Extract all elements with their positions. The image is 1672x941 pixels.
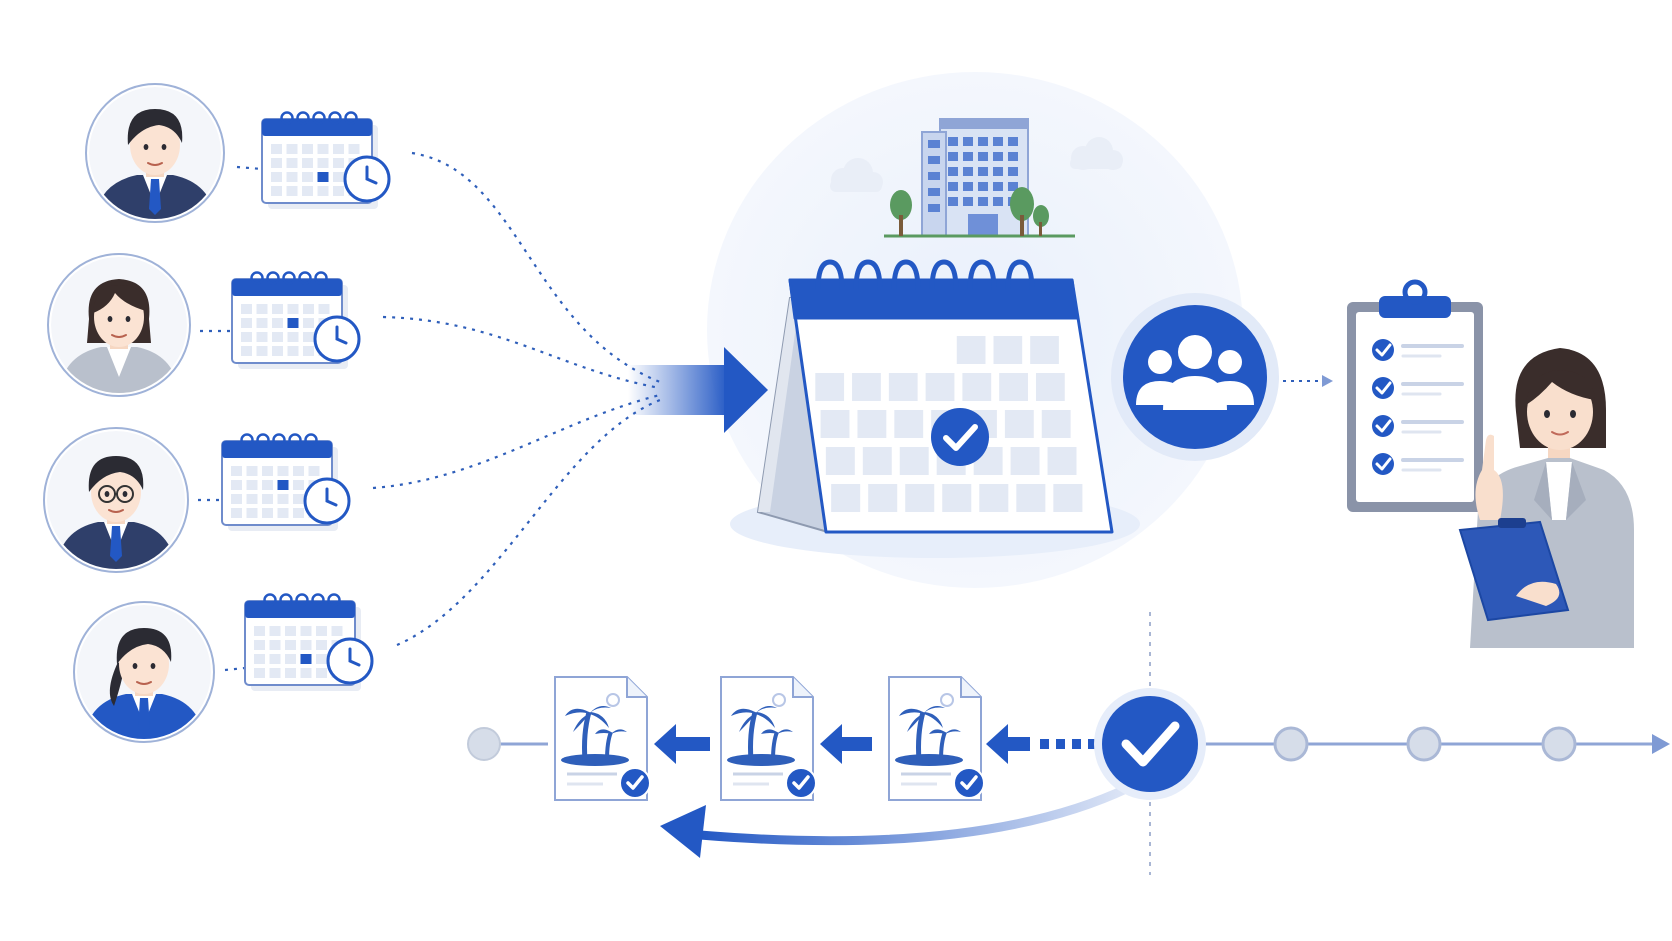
approval-check-icon — [1102, 696, 1198, 792]
employee-avatars — [43, 83, 225, 743]
timeline-node — [1273, 726, 1309, 762]
calendar-clock-icon — [244, 593, 374, 691]
timeline-arrowhead — [1652, 734, 1670, 754]
employee-avatar — [73, 601, 215, 743]
employee-avatar — [47, 253, 191, 397]
timeline-node — [1406, 726, 1442, 762]
team-to-checklist-arrowhead — [1322, 375, 1333, 387]
manager-person-icon — [1458, 348, 1634, 648]
connector-1 — [236, 165, 263, 171]
leave-timeline — [467, 612, 1670, 875]
timeline-start-node — [467, 727, 501, 761]
approval-checkmark — [1121, 721, 1180, 767]
team-group-icon — [1111, 293, 1279, 461]
clipboard-checklist-icon — [1347, 279, 1483, 512]
timeline-node — [1541, 726, 1577, 762]
flow-line-2 — [382, 315, 661, 390]
connector-4 — [224, 666, 246, 672]
employee-avatar — [85, 83, 225, 223]
shared-calendar-icon — [756, 259, 1114, 534]
vacation-document-icon — [720, 676, 817, 801]
flow-line-4 — [396, 398, 661, 647]
calendar-clock-icon — [261, 111, 391, 209]
vacation-document-icon — [888, 676, 985, 801]
flow-lines — [198, 151, 661, 672]
employee-avatar — [43, 427, 189, 573]
calendar-clock-icon — [231, 271, 361, 369]
employee-calendars — [221, 111, 391, 691]
return-arrow — [695, 783, 1133, 846]
flow-line-3 — [372, 393, 661, 490]
return-arrowhead — [660, 805, 706, 858]
office-building-icon — [830, 118, 1123, 238]
flow-line-1 — [411, 151, 661, 384]
merge-arrow — [628, 347, 768, 433]
vacation-document-icon — [554, 676, 651, 801]
calendar-clock-icon — [221, 433, 351, 531]
